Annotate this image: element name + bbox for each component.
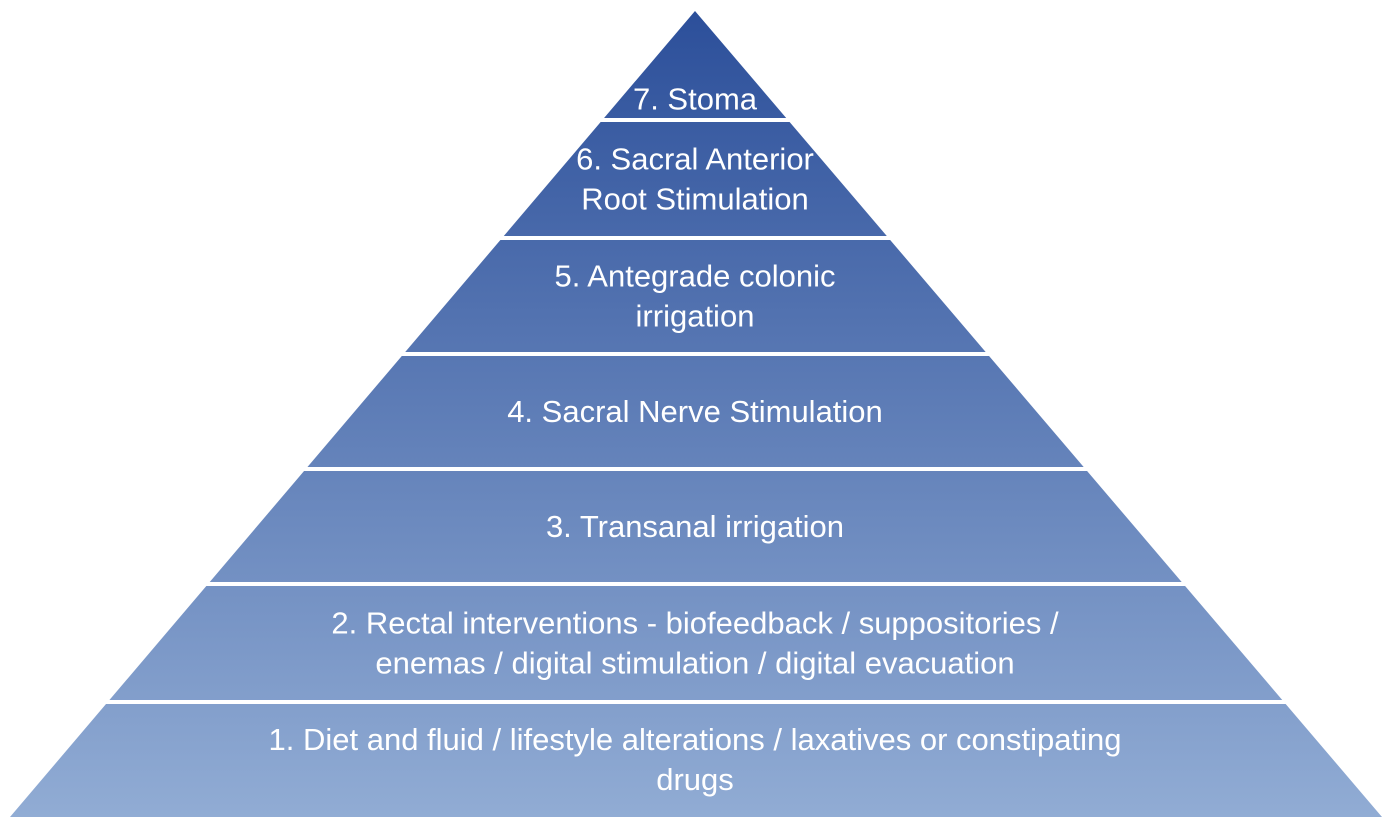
tier-5-label-line-1: 5. Antegrade colonic <box>555 259 836 294</box>
pyramid-tier-3: 3. Transanal irrigation <box>546 509 844 544</box>
pyramid-body <box>10 11 1382 817</box>
tier-6-label-line-1: 6. Sacral Anterior <box>576 142 814 177</box>
tier-3-label-line-1: 3. Transanal irrigation <box>546 509 844 544</box>
tier-6-label-line-2: Root Stimulation <box>581 182 808 217</box>
pyramid-tier-4: 4. Sacral Nerve Stimulation <box>507 394 883 429</box>
pyramid-tier-2: 2. Rectal interventions - biofeedback / … <box>331 606 1059 681</box>
pyramid-tier-1: 1. Diet and fluid / lifestyle alteration… <box>269 722 1122 797</box>
tier-1-label-line-1: 1. Diet and fluid / lifestyle alteration… <box>269 722 1122 757</box>
tier-divider <box>0 582 1392 586</box>
tier-divider <box>0 118 1392 122</box>
tier-4-label-line-1: 4. Sacral Nerve Stimulation <box>507 394 883 429</box>
tier-1-label-line-2: drugs <box>656 762 734 797</box>
tier-divider <box>0 352 1392 356</box>
tier-2-label-line-2: enemas / digital stimulation / digital e… <box>375 646 1014 681</box>
tier-2-label-line-1: 2. Rectal interventions - biofeedback / … <box>331 606 1059 641</box>
tier-divider <box>0 700 1392 704</box>
tier-5-label-line-2: irrigation <box>636 299 755 334</box>
tier-divider <box>0 236 1392 240</box>
pyramid-tier-5: 5. Antegrade colonic irrigation <box>555 259 836 334</box>
pyramid-tier-7: 7. Stoma <box>633 82 758 117</box>
tier-7-label-line-1: 7. Stoma <box>633 82 758 117</box>
tier-divider <box>0 467 1392 471</box>
